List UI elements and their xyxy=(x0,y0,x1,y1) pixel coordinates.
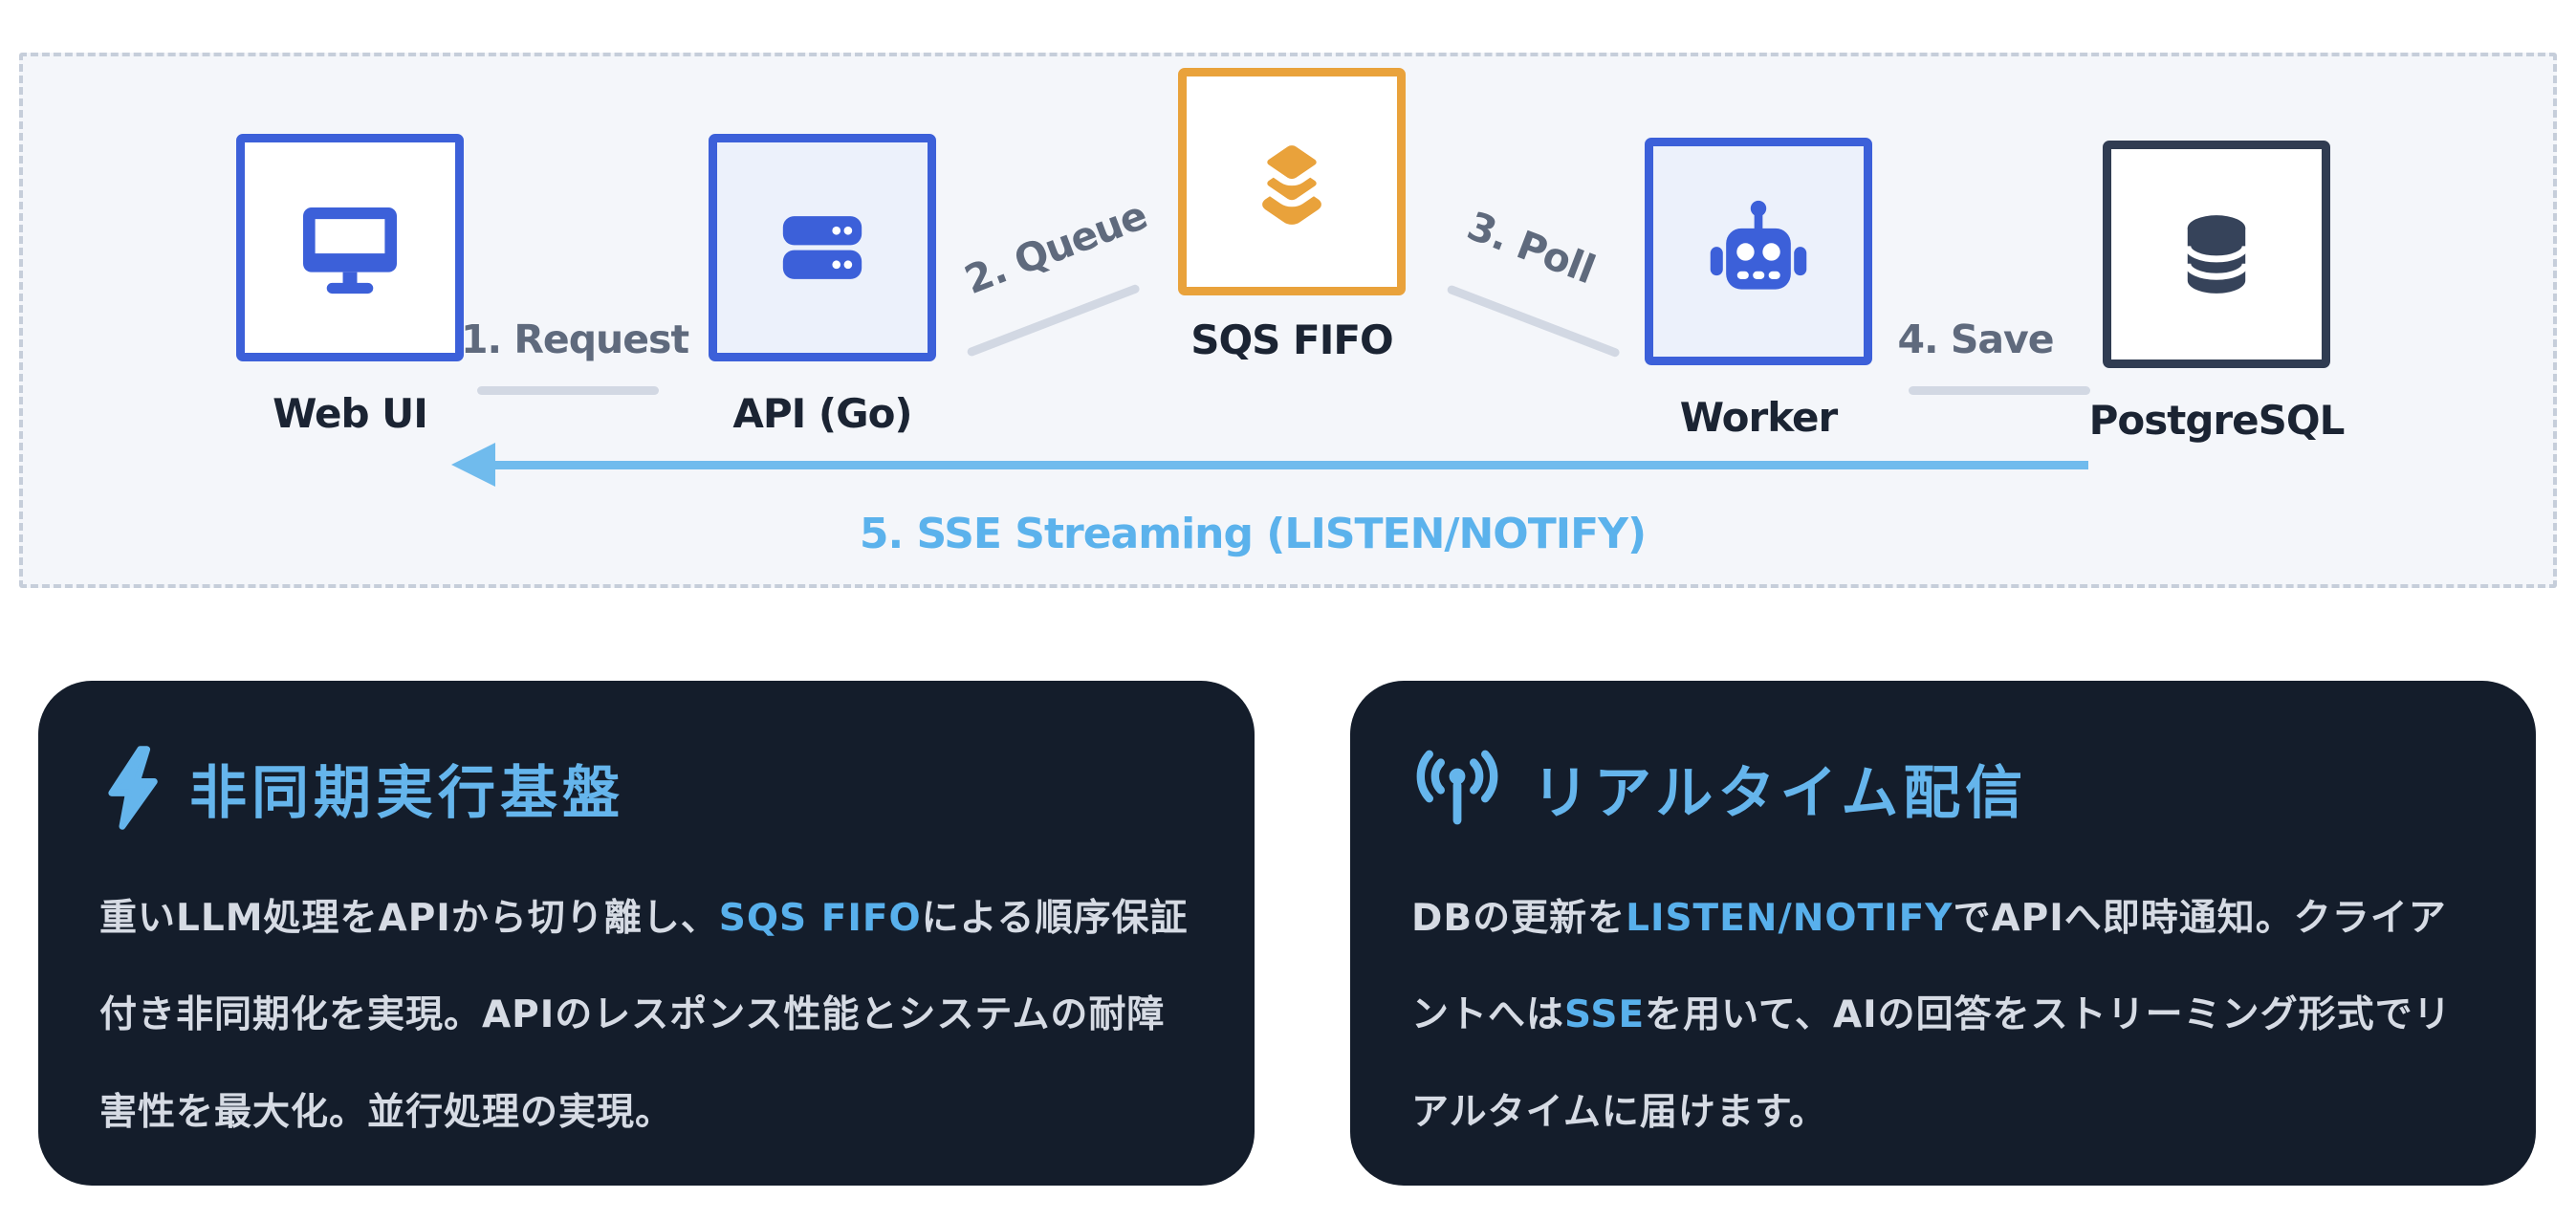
tower-broadcast-icon xyxy=(1416,750,1498,825)
node-web-ui-box xyxy=(236,134,464,361)
card-async-title-row: 非同期実行基盤 xyxy=(99,742,1197,834)
card-async-body: 重いLLM処理をAPIから切り離し、SQS FIFOによる順序保証付き非同期化を… xyxy=(99,897,1189,1134)
card-realtime-title: リアルタイム配信 xyxy=(1532,759,2028,827)
node-postgresql: PostgreSQL xyxy=(2089,141,2345,444)
node-web-ui-label: Web UI xyxy=(273,390,428,437)
server-icon xyxy=(782,216,862,279)
card-realtime-title-row: リアルタイム配信 xyxy=(1411,742,2478,834)
layer-group-icon xyxy=(1256,139,1327,225)
node-postgresql-box xyxy=(2103,141,2330,368)
node-sqs-fifo-box xyxy=(1178,68,1406,295)
node-worker: Worker xyxy=(1645,138,1872,441)
edge-save-line xyxy=(1909,386,2090,395)
architecture-diagram: Web UI API (Go) xyxy=(19,53,2557,588)
node-api-go-label: API (Go) xyxy=(732,390,912,437)
card-realtime-body: DBの更新をLISTEN/NOTIFYでAPIへ即時通知。クライアントへはSSE… xyxy=(1411,897,2452,1134)
node-postgresql-label: PostgreSQL xyxy=(2088,397,2346,444)
node-api-go-box xyxy=(709,134,936,361)
node-api-go: API (Go) xyxy=(709,134,936,437)
node-web-ui: Web UI xyxy=(236,134,464,437)
robot-icon xyxy=(1710,200,1807,290)
edge-poll-label: 3. Poll xyxy=(1461,202,1601,294)
edge-save-label: 4. Save xyxy=(1897,316,2054,362)
node-sqs-fifo-label: SQS FIFO xyxy=(1190,316,1394,363)
edge-request-line xyxy=(477,386,659,395)
edge-request-label: 1. Request xyxy=(460,316,689,362)
database-icon xyxy=(2184,215,2249,294)
node-worker-box xyxy=(1645,138,1872,365)
card-realtime-delivery: リアルタイム配信 DBの更新をLISTEN/NOTIFYでAPIへ即時通知。クラ… xyxy=(1350,681,2536,1186)
node-sqs-fifo: SQS FIFO xyxy=(1178,68,1406,363)
bolt-icon xyxy=(108,746,158,830)
arrow-shaft xyxy=(486,461,2088,469)
edge-sse-streaming-label: 5. SSE Streaming (LISTEN/NOTIFY) xyxy=(859,510,1647,558)
desktop-icon xyxy=(303,207,397,294)
node-worker-label: Worker xyxy=(1679,394,1838,441)
card-async-title: 非同期実行基盤 xyxy=(189,759,624,827)
edge-queue-label: 2. Queue xyxy=(958,191,1153,304)
sse-streaming-arrow xyxy=(451,443,2088,487)
card-async-execution: 非同期実行基盤 重いLLM処理をAPIから切り離し、SQS FIFOによる順序保… xyxy=(38,681,1255,1186)
